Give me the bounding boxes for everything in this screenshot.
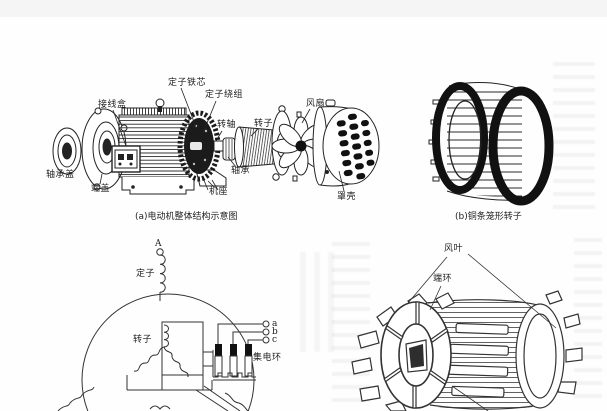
vent-slots [336,113,375,180]
label-slip-rings: 集电环 [253,353,282,363]
shaft-bearing-part [213,137,236,161]
label-stator-winding: 定子绕组 [205,90,244,100]
caption-cage-rotor: (b)铜条笼形转子 [455,212,522,222]
label-end-cover: 端盖 [91,184,111,194]
label-terminal-A: A [155,239,162,249]
label-frame: 机座 [209,187,229,197]
fan-cowl-part [312,99,380,187]
viewer-top-strip [0,0,607,17]
rotor-bars [446,322,510,398]
label-terminal-b: b [272,327,278,337]
label-fan-cowl: 罩壳 [337,192,357,202]
leader-lines-a [99,87,345,192]
label-terminal-a: a [272,319,278,329]
left-end-ring [351,292,455,411]
label-stator-schematic: 定子 [136,269,156,279]
brushes [214,344,253,377]
fan-part [271,111,331,182]
label-terminal-c: c [272,335,278,345]
label-bearing-cover: 轴承盖 [46,170,75,180]
label-bearing: 轴承 [231,166,251,176]
label-fan: 风扇 [306,99,326,109]
caption-exploded-view: (a)电动机整体结构示意图 [135,212,238,222]
right-end-ring [515,290,583,409]
label-junction-box: 接线盒 [98,100,127,110]
cage-rotor-drawing [428,81,554,206]
bearing-cover-part [52,127,82,175]
winding-schematic-drawing [57,248,270,411]
label-fan-blades: 风叶 [444,244,464,254]
frame-body-part [111,98,227,195]
label-rotor-schematic: 转子 [133,335,153,345]
label-rotor: 转子 [254,119,274,129]
leader-lines-d [407,253,557,411]
label-end-ring: 端环 [433,274,453,284]
label-stator-core: 定子铁芯 [168,78,207,88]
exploded-motor-drawing [52,87,380,195]
label-shaft: 转轴 [217,120,237,130]
cast-rotor-drawing [351,253,583,411]
